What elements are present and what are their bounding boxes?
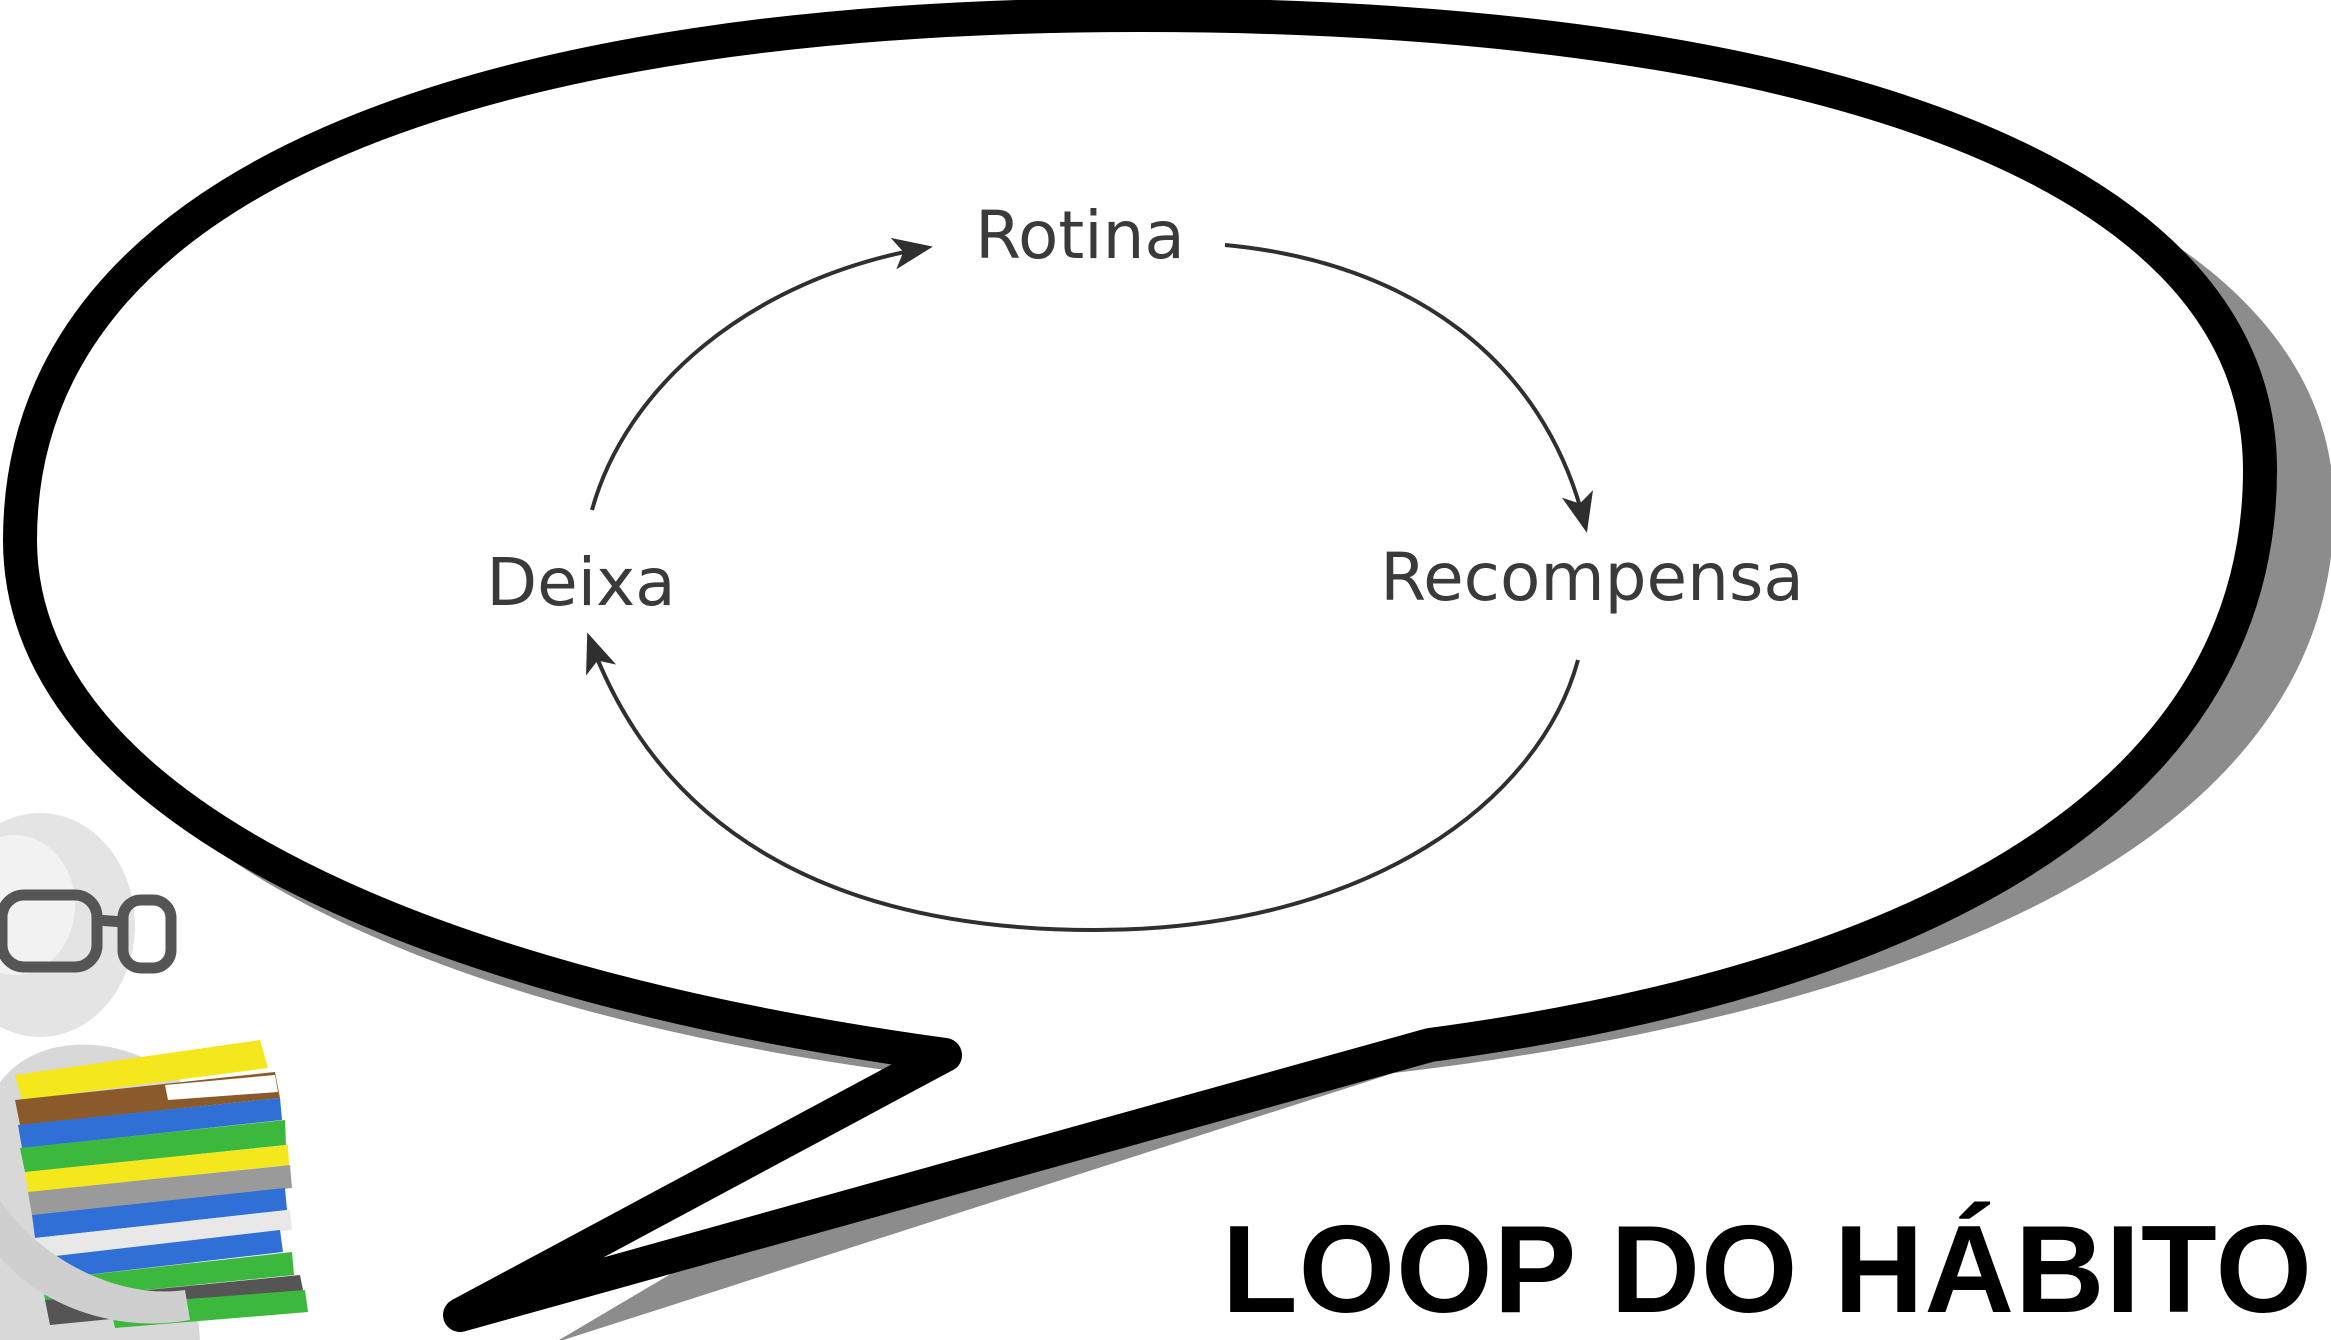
node-cue-label: Deixa <box>486 544 675 621</box>
page-title: LOOP DO HÁBITO <box>1221 1201 2313 1339</box>
arrow-routine-to-reward <box>1224 243 1593 533</box>
speech-bubble <box>3 0 2277 1332</box>
arrow-cue-to-routine <box>590 237 933 511</box>
node-reward-label: Recompensa <box>1380 539 1804 616</box>
glasses-icon <box>0 889 177 974</box>
node-routine-label: Rotina <box>975 197 1185 274</box>
figure-with-books-icon <box>0 813 308 1340</box>
book-stack-icon <box>15 1040 308 1328</box>
arrow-reward-to-cue <box>586 632 1580 933</box>
